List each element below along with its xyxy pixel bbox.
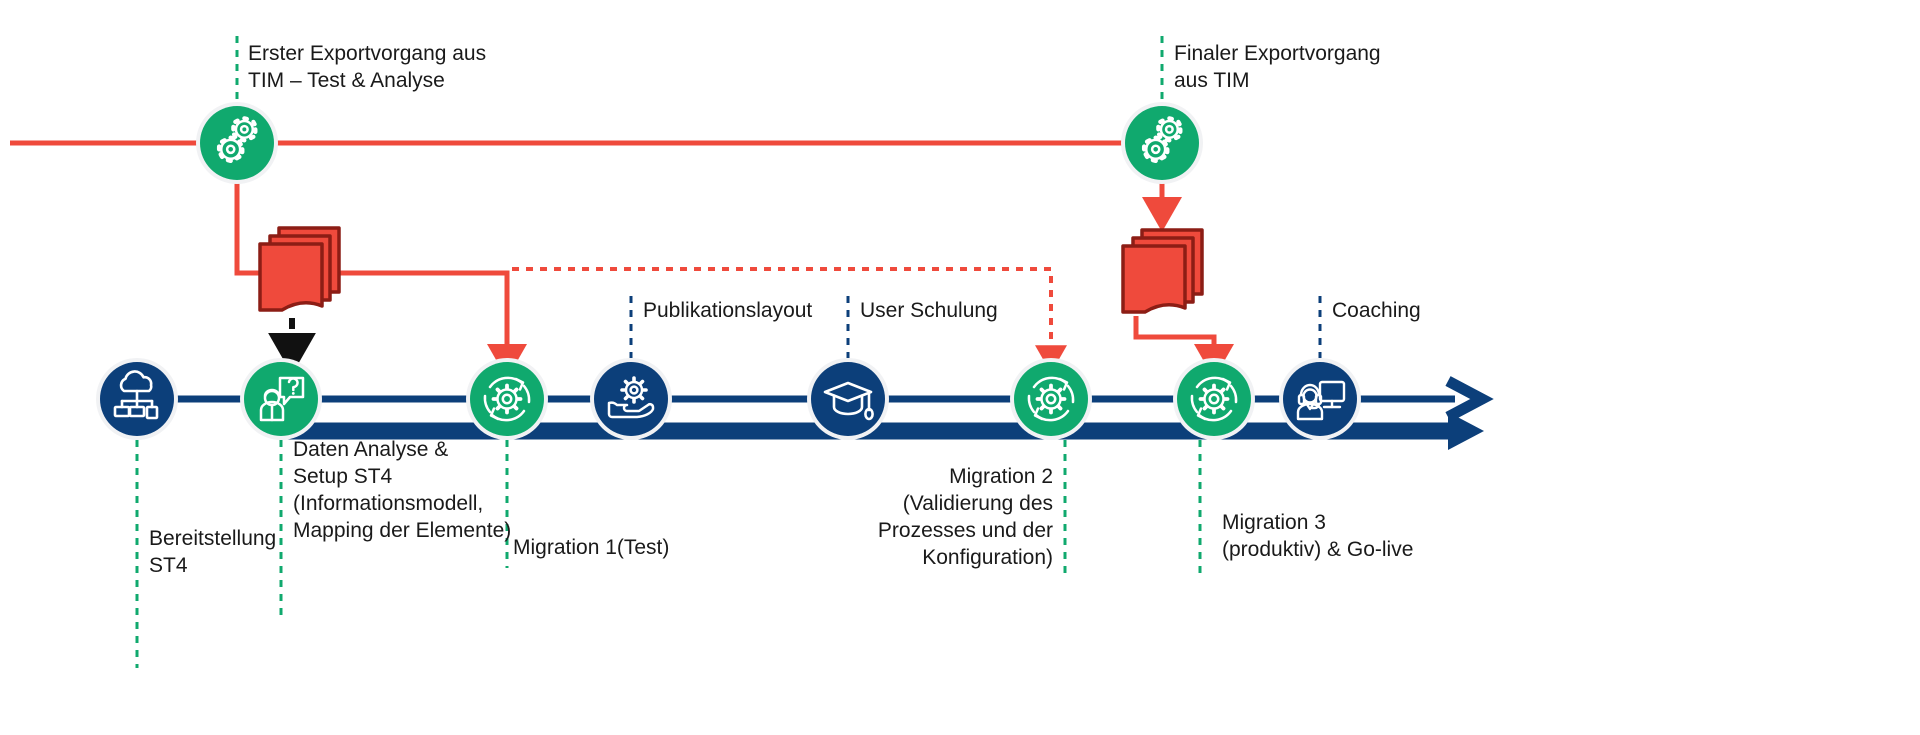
label-user-schulung: User Schulung <box>860 299 998 322</box>
cloud-network-icon <box>113 370 159 420</box>
label-bereitstellung-st4: Bereitstellung ST4 <box>149 527 277 577</box>
hand-gear-icon <box>607 376 655 419</box>
label-erster-export: Erster Exportvorgang aus TIM – Test & An… <box>248 42 487 92</box>
node-user-schulung[interactable] <box>807 358 889 440</box>
node-bereitstellung-st4[interactable] <box>96 358 178 440</box>
red-connector-docs2-to-migration3 <box>1133 316 1234 379</box>
node-finaler-export[interactable] <box>1121 102 1203 184</box>
gear-refresh-icon <box>1190 376 1238 422</box>
node-erster-export[interactable] <box>196 102 278 184</box>
label-migration-2-validierung: Migration 2 (Validierung des Prozesses u… <box>877 465 1053 569</box>
leader-lines <box>135 36 1322 668</box>
gear-refresh-icon <box>483 376 531 422</box>
label-daten-analyse-setup: Daten Analyse & Setup ST4 (Informationsm… <box>293 438 512 542</box>
node-migration-1-test[interactable] <box>466 358 548 440</box>
graduation-cap-icon <box>823 381 874 421</box>
label-migration-1-test: Migration 1(Test) <box>513 536 670 559</box>
label-coaching: Coaching <box>1332 299 1421 322</box>
node-migration-3-golive[interactable] <box>1173 358 1255 440</box>
node-daten-analyse-setup[interactable] <box>240 358 322 440</box>
label-migration-3-golive: Migration 3 (produktiv) & Go-live <box>1222 511 1414 561</box>
gears-icon <box>216 116 258 164</box>
person-question-icon <box>259 376 305 422</box>
red-connector-docs-to-migration1 <box>330 270 527 379</box>
node-publikationslayout[interactable] <box>590 358 672 440</box>
label-finaler-export: Finaler Exportvorgang aus TIM <box>1174 42 1381 92</box>
gear-refresh-icon <box>1027 376 1075 422</box>
node-coaching[interactable] <box>1279 358 1361 440</box>
node-migration-2-validierung[interactable] <box>1010 358 1092 440</box>
headset-support-icon <box>1296 380 1346 421</box>
document-stack-icon-1 <box>258 226 341 312</box>
gears-icon <box>1141 116 1183 164</box>
document-stack-icon-2 <box>1121 228 1204 314</box>
label-publikationslayout: Publikationslayout <box>643 299 813 322</box>
red-dotted-connector-docs-to-migration2 <box>512 267 1067 374</box>
